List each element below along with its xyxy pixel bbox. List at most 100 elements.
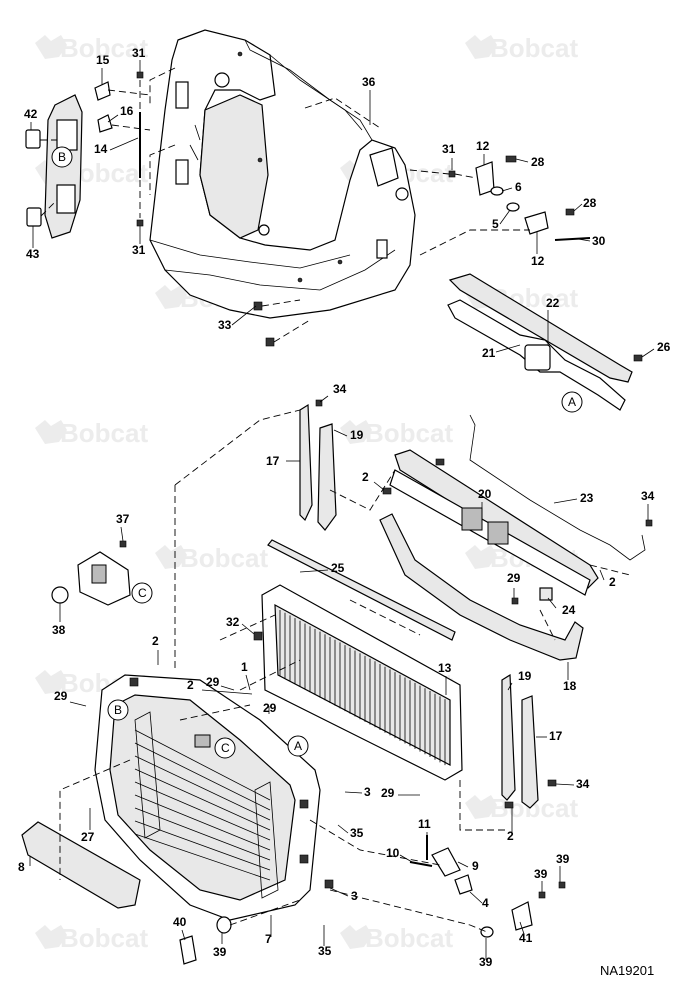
part-callout-29: 29 — [381, 786, 395, 800]
part-callout-30: 30 — [592, 234, 606, 248]
part-callout-31: 31 — [442, 142, 456, 156]
reference-circle — [287, 735, 309, 757]
reference-letter-C: C — [138, 586, 147, 600]
part-callout-35: 35 — [318, 944, 332, 958]
watermark-text: Bobcat — [60, 923, 148, 953]
watermark-text: Bobcat — [490, 33, 578, 63]
part-callout-27: 27 — [81, 830, 95, 844]
leader-line — [344, 791, 363, 794]
grille-slat-line — [134, 820, 271, 871]
part-callout-19: 19 — [518, 669, 532, 683]
leader-line — [501, 187, 513, 192]
radiator-core — [253, 584, 463, 781]
part-callout-3: 3 — [351, 889, 358, 903]
part-callout-2: 2 — [609, 575, 616, 589]
leader-line — [201, 689, 253, 695]
leader-line — [555, 783, 575, 786]
part-callout-8: 8 — [18, 860, 25, 874]
part-callout-26: 26 — [657, 340, 671, 354]
leader-line — [319, 395, 329, 403]
bobcat-logo-icon — [35, 925, 67, 949]
grille-slat-line — [134, 729, 271, 801]
upper-fasteners — [94, 71, 151, 227]
part-callout-3: 3 — [364, 785, 371, 799]
part-callout-16: 16 — [120, 104, 134, 118]
part-callout-13: 13 — [438, 661, 452, 675]
part-callout-21: 21 — [482, 346, 496, 360]
part-callout-12: 12 — [476, 139, 490, 153]
leader-line — [399, 854, 413, 863]
part-callout-29: 29 — [54, 689, 68, 703]
leader-line — [109, 137, 139, 151]
leader-line — [515, 158, 529, 163]
part-callout-32: 32 — [226, 615, 240, 629]
part-callout-19: 19 — [350, 428, 364, 442]
callout-leaders — [29, 60, 655, 960]
part-callout-20: 20 — [478, 487, 492, 501]
bottom-fasteners — [253, 299, 311, 347]
watermark-text: Bobcat — [60, 418, 148, 448]
leader-line — [107, 114, 119, 123]
part-callout-24: 24 — [562, 603, 576, 617]
leader-line — [181, 929, 186, 941]
part-callout-2: 2 — [187, 678, 194, 692]
part-callout-34: 34 — [641, 489, 655, 503]
part-callout-22: 22 — [546, 296, 560, 310]
bobcat-logo-icon — [465, 35, 497, 59]
watermark-text: Bobcat — [180, 543, 268, 573]
top-seal-rails — [447, 273, 643, 411]
leader-line — [499, 209, 511, 225]
part-callout-17: 17 — [549, 729, 563, 743]
watermark-text: Bobcat — [365, 923, 453, 953]
radiator-fins — [279, 610, 446, 766]
part-callout-36: 36 — [362, 75, 376, 89]
part-callout-2: 2 — [507, 829, 514, 843]
part-callout-4: 4 — [482, 896, 489, 910]
part-callout-39: 39 — [213, 945, 227, 959]
front-grille-housing — [94, 674, 334, 921]
leader-line — [373, 481, 385, 491]
part-callout-39: 39 — [534, 867, 548, 881]
part-callout-6: 6 — [515, 180, 522, 194]
grille-slat-line — [134, 781, 271, 841]
leader-line — [641, 348, 655, 358]
part-callout-23: 23 — [580, 491, 594, 505]
part-callout-42: 42 — [24, 107, 38, 121]
bobcat-logo-icon — [35, 670, 67, 694]
leader-line — [495, 344, 521, 353]
leader-line — [69, 701, 87, 707]
reference-circle — [107, 699, 129, 721]
reference-letter-B: B — [58, 150, 66, 164]
part-callout-2: 2 — [362, 470, 369, 484]
bobcat-logo-icon — [465, 545, 497, 569]
bobcat-logo-icon — [465, 795, 497, 819]
part-callout-40: 40 — [173, 915, 187, 929]
part-callout-38: 38 — [52, 623, 66, 637]
part-callout-35: 35 — [350, 826, 364, 840]
part-callout-43: 43 — [26, 247, 40, 261]
latch-bracket — [51, 540, 131, 606]
bobcat-logo-icon — [35, 420, 67, 444]
part-callout-39: 39 — [479, 955, 493, 969]
watermark-text: Bobcat — [365, 418, 453, 448]
leader-line — [245, 674, 251, 691]
part-callout-18: 18 — [563, 679, 577, 693]
reference-letter-A: A — [294, 739, 302, 753]
leader-line — [120, 526, 124, 542]
side-seal-strips-lower — [501, 673, 557, 809]
part-callout-2: 2 — [152, 634, 159, 648]
top-bracket-assembly — [382, 414, 653, 605]
part-callout-17: 17 — [266, 454, 280, 468]
leader-line — [573, 203, 583, 212]
watermark-text: Bobcat — [60, 33, 148, 63]
grille-slat-line — [134, 807, 271, 861]
leader-line — [519, 921, 525, 935]
part-callout-1: 1 — [241, 660, 248, 674]
top-seal-25 — [267, 539, 456, 641]
reference-circle — [214, 737, 236, 759]
grille-slat-line — [134, 755, 271, 821]
part-callout-31: 31 — [132, 46, 146, 60]
hood-latch — [409, 835, 473, 895]
part-callout-10: 10 — [386, 846, 400, 860]
grille-screen-8 — [21, 821, 141, 909]
